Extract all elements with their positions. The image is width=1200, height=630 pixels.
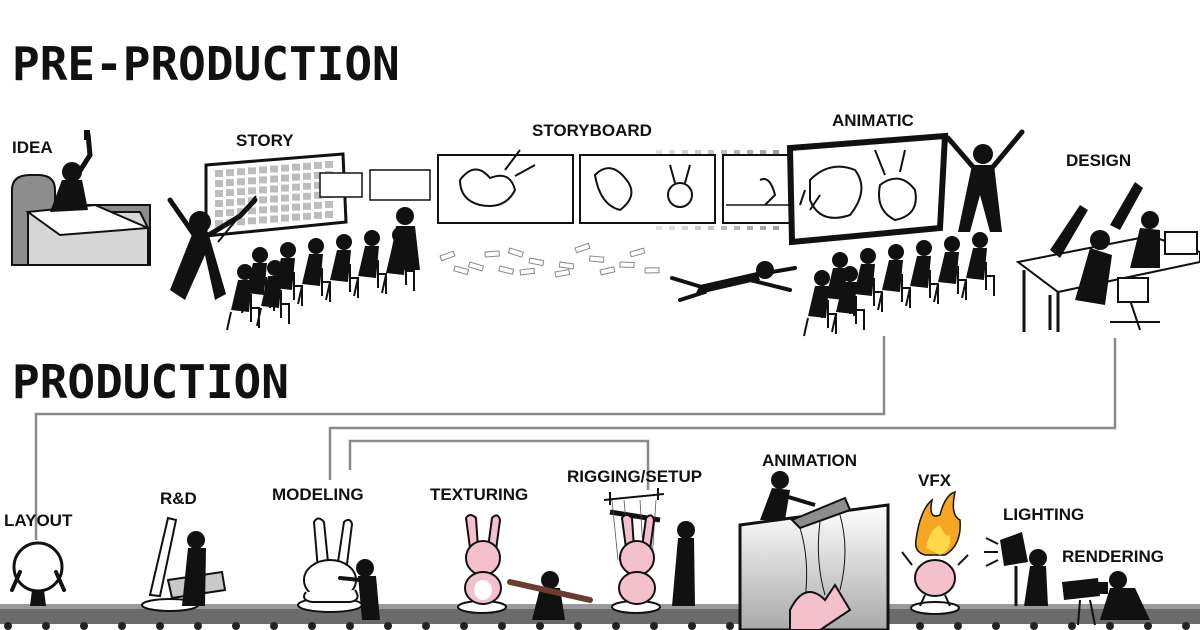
- animatic-screen-illustration: [786, 129, 1025, 337]
- animatic-to-layout-line: [34, 336, 886, 540]
- rigging-illustration: [603, 488, 695, 614]
- layout-illustration: [10, 541, 66, 606]
- flow-connectors: [34, 336, 1117, 540]
- production-title: PRODUCTION: [12, 355, 289, 409]
- storyboard-panels-illustration: [437, 149, 794, 230]
- layout-label: LAYOUT: [4, 511, 73, 530]
- lighting-label: LIGHTING: [1003, 505, 1084, 524]
- lying-figure-illustration: [670, 261, 797, 302]
- design-to-modeling-line: [328, 338, 1117, 480]
- animatic-label: ANIMATIC: [832, 111, 914, 130]
- vfx-label: VFX: [918, 471, 952, 490]
- rendering-illustration: [1062, 571, 1150, 626]
- texturing-label: TEXTURING: [430, 485, 528, 504]
- rnd-label: R&D: [160, 489, 197, 508]
- idea-bed-illustration: [11, 130, 151, 266]
- idea-label: IDEA: [12, 138, 53, 157]
- rendering-label: RENDERING: [1062, 547, 1164, 566]
- modeling-illustration: [297, 517, 380, 620]
- lighting-illustration: [984, 532, 1048, 606]
- texturing-illustration: [457, 514, 593, 620]
- animation-label: ANIMATION: [762, 451, 857, 470]
- design-label: DESIGN: [1066, 151, 1131, 170]
- modeling-label: MODELING: [272, 485, 364, 504]
- story-label: STORY: [236, 131, 294, 150]
- pre-production-title: PRE-PRODUCTION: [12, 37, 400, 91]
- rnd-illustration: [141, 516, 227, 612]
- rigging-label: RIGGING/SETUP: [567, 467, 702, 486]
- modeling-to-rigging-line: [348, 439, 650, 490]
- vfx-illustration: [901, 490, 969, 615]
- storyboard-label: STORYBOARD: [532, 121, 652, 140]
- story-board-illustration: [167, 152, 431, 331]
- scattered-drawings: [439, 242, 660, 278]
- design-desk-illustration: [1015, 182, 1200, 332]
- conveyor-belt: [0, 604, 1200, 630]
- animation-illustration: [738, 471, 890, 630]
